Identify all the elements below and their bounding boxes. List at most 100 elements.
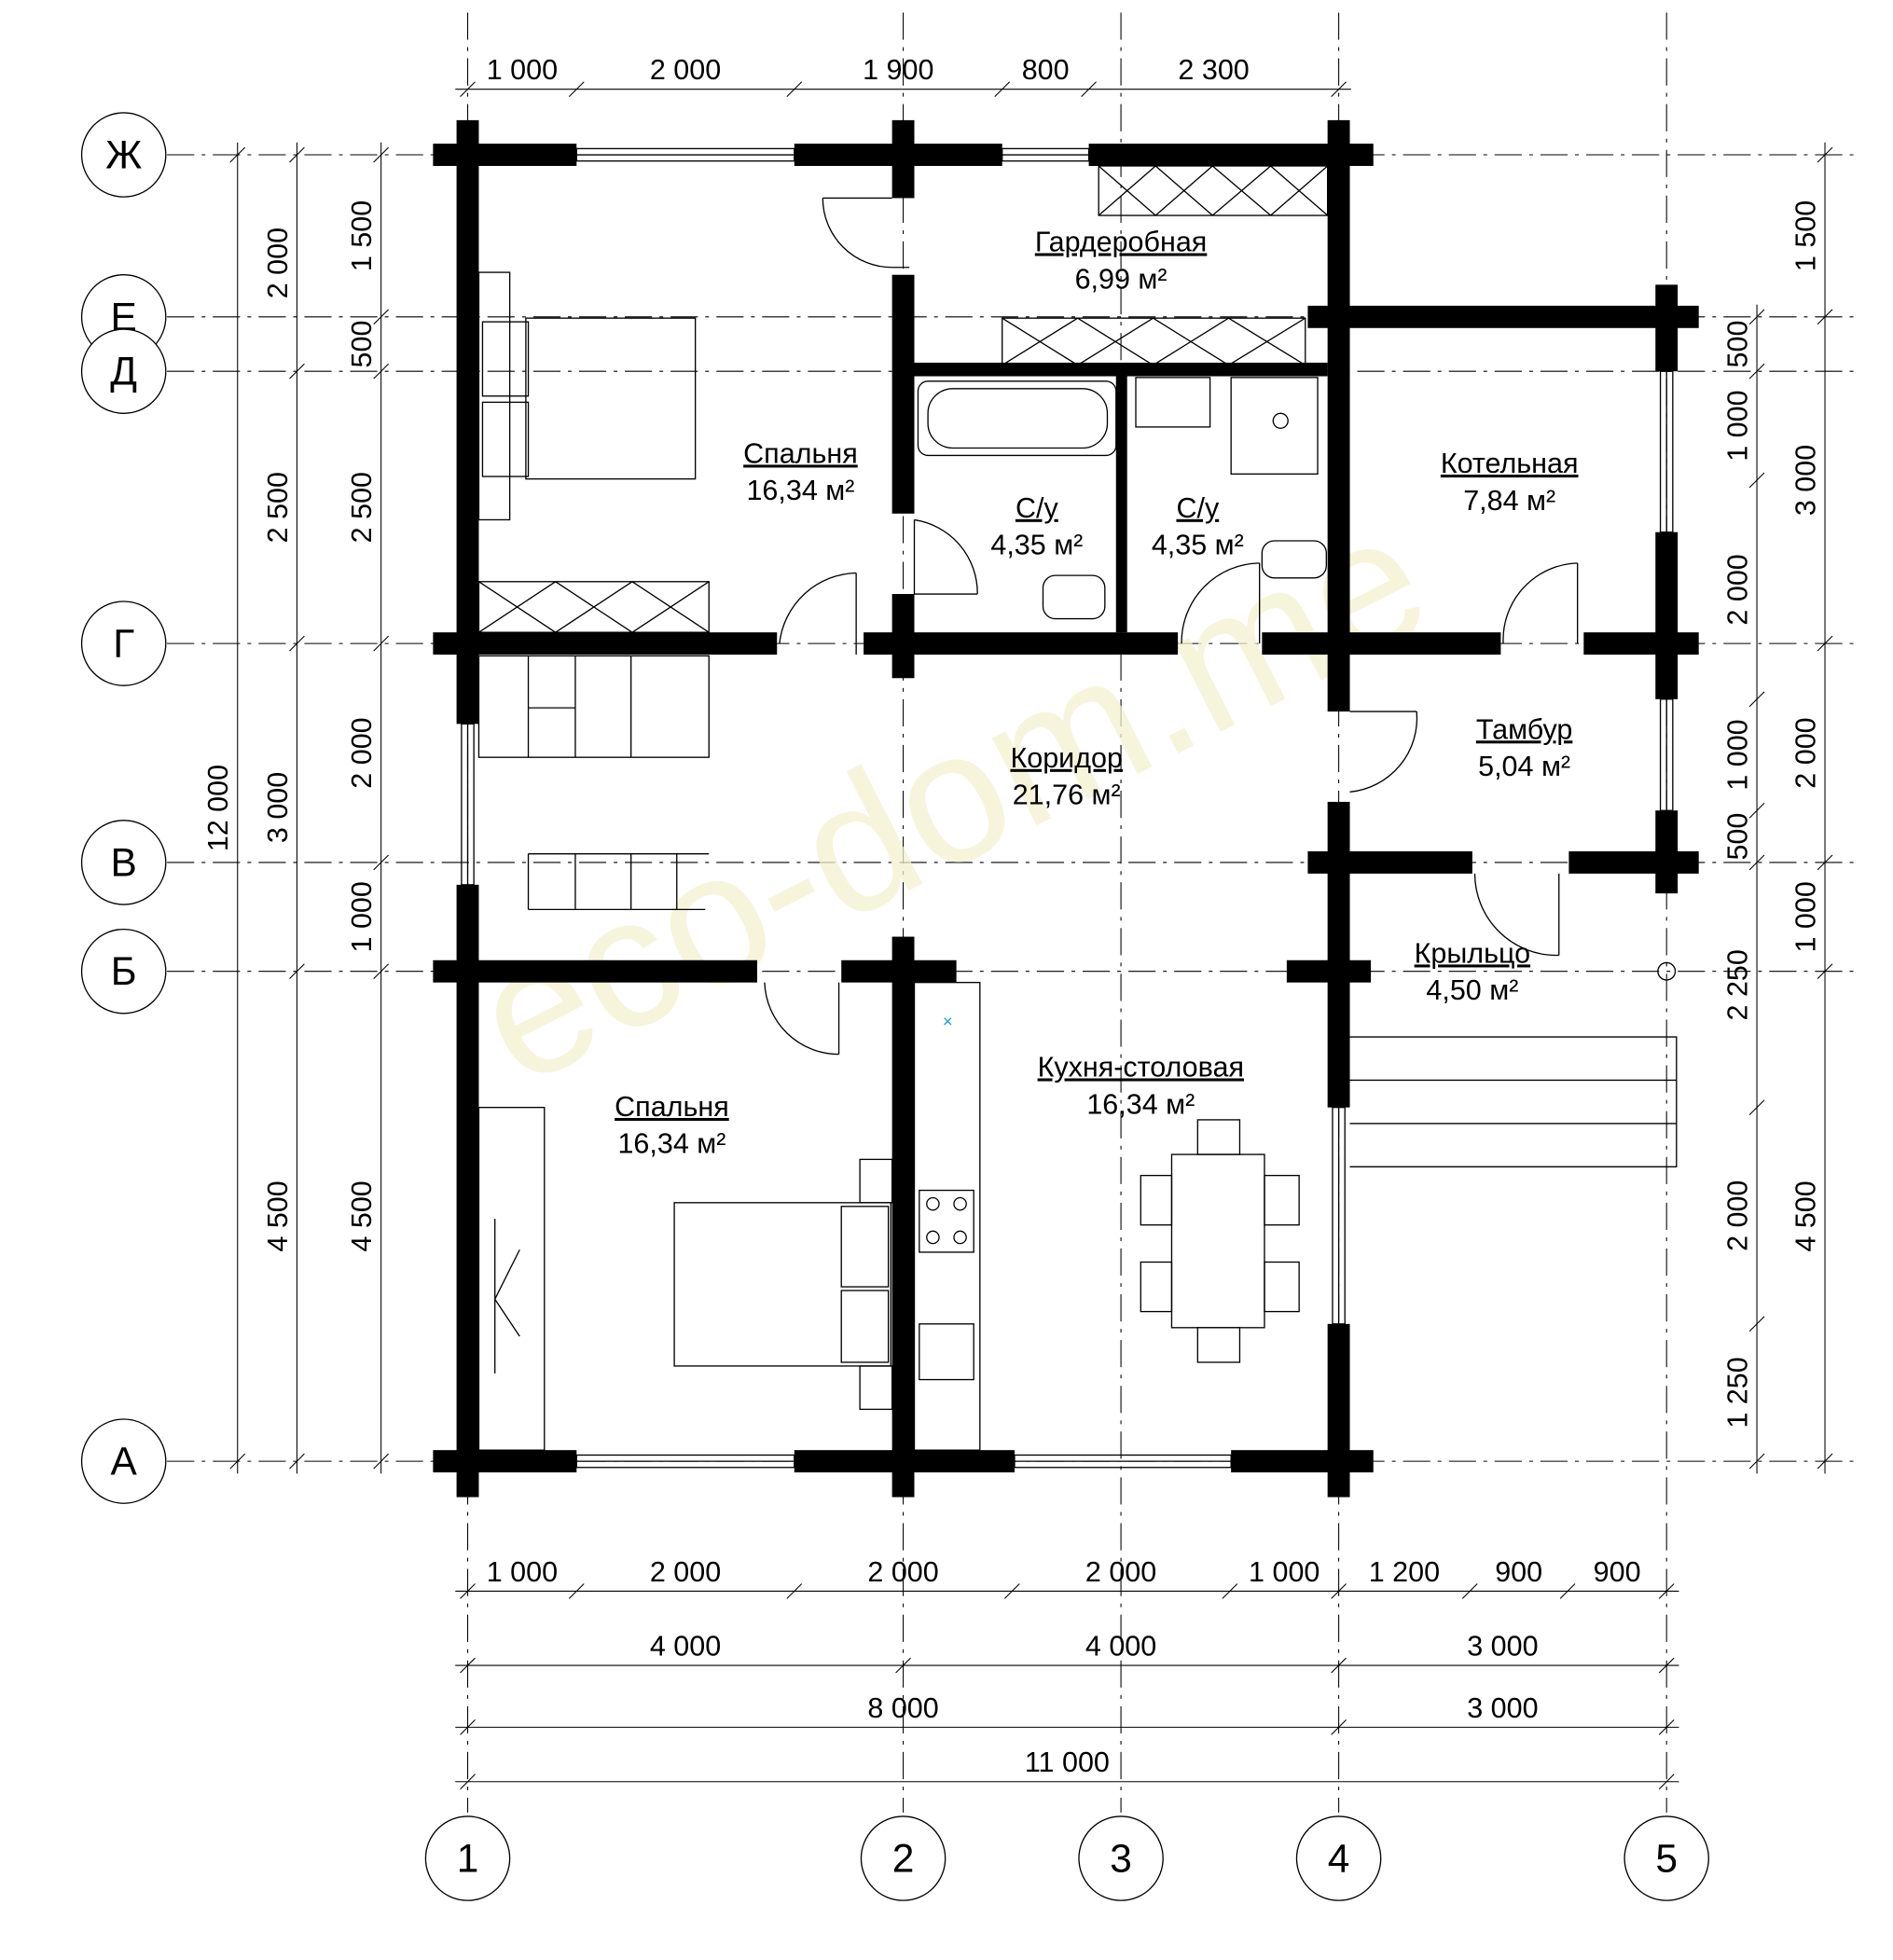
doors <box>764 197 1579 1056</box>
dimension-label: 2 000 <box>1721 1180 1753 1251</box>
dimension-label: 2 000 <box>867 1556 938 1588</box>
dimension-tick <box>1817 635 1833 652</box>
dimension-tick <box>1222 1583 1238 1599</box>
dimension-tick <box>1748 691 1765 708</box>
dimension-tick <box>1817 1453 1833 1470</box>
dimension-label: 2 000 <box>650 1556 721 1588</box>
dimension-label: 500 <box>1721 321 1753 368</box>
room-area: 7,84 м² <box>1463 485 1555 517</box>
dimension-tick <box>1748 802 1765 819</box>
dimension-label: 800 <box>1022 54 1070 86</box>
dimension-tick <box>1559 1583 1576 1599</box>
dimension-label: 2 000 <box>1789 717 1821 788</box>
axis-bubble <box>80 1418 167 1504</box>
dimension-label: 2 000 <box>262 228 294 298</box>
axis-label: В <box>111 840 137 884</box>
dimension-tick <box>1331 1657 1347 1674</box>
dimension-tick <box>1461 1583 1478 1599</box>
dimension-tick <box>289 363 305 380</box>
dimension-label: 12 000 <box>202 765 234 851</box>
dimension-label: 1 000 <box>1721 390 1753 461</box>
room-area: 16,34 м² <box>1086 1088 1195 1120</box>
axis-bubble <box>80 820 167 905</box>
dimension-tick <box>373 854 389 871</box>
dimension-tick <box>460 1657 476 1674</box>
dimension-label: 1 900 <box>863 54 933 86</box>
dimension-tick <box>895 1657 911 1674</box>
dimension-tick <box>1003 1583 1020 1599</box>
dimension-tick <box>373 146 389 163</box>
dimension-label: 1 000 <box>1789 881 1821 952</box>
axis-label: Б <box>111 949 137 993</box>
dimension-tick <box>1658 1774 1675 1790</box>
dimension-tick <box>1748 1099 1765 1115</box>
axis-bubble <box>80 600 167 686</box>
dimension-label: 2 300 <box>1178 54 1249 86</box>
dimension-label: 1 200 <box>1369 1556 1440 1588</box>
dimension-tick <box>373 635 389 652</box>
dimension-tick <box>1081 81 1097 98</box>
room-area: 4,50 м² <box>1426 974 1518 1006</box>
room-name: Кухня-столовая <box>1038 1051 1244 1083</box>
sink-marker-icon: × <box>943 1011 953 1030</box>
dimension-label: 900 <box>1594 1556 1641 1588</box>
dimension-label: 2 250 <box>1721 949 1753 1020</box>
dimension-label: 4 500 <box>346 1180 378 1251</box>
dimension-tick <box>460 1719 476 1735</box>
dimension-tick <box>1658 1583 1675 1599</box>
dimension-label: 8 000 <box>867 1692 938 1724</box>
dimension-tick <box>289 635 305 652</box>
axis-label: 4 <box>1328 1837 1350 1881</box>
dimension-tick <box>373 363 389 380</box>
dimension-label: 3 000 <box>1467 1630 1538 1662</box>
dimension-label: 1 000 <box>346 881 378 952</box>
dimension-tick <box>1748 854 1765 871</box>
room-name: Тамбур <box>1476 713 1573 745</box>
dimension-label: 11 000 <box>1025 1746 1110 1778</box>
room-name: Гардеробная <box>1035 227 1208 258</box>
room-name: Спальня <box>743 437 858 469</box>
axis-bubble <box>1624 1815 1709 1901</box>
dimension-label: 2 000 <box>346 717 378 788</box>
room-name: С/у <box>1016 492 1059 524</box>
dimension-tick <box>373 963 389 980</box>
dimension-label: 1 000 <box>487 1556 558 1588</box>
dimension-tick <box>460 81 476 98</box>
axis-bubble <box>80 112 167 198</box>
dimension-label: 3 000 <box>1467 1692 1538 1724</box>
dimension-tick <box>1331 81 1347 98</box>
dimension-tick <box>786 81 803 98</box>
dimension-tick <box>786 1583 803 1599</box>
dimension-tick <box>1658 1719 1675 1735</box>
dimension-tick <box>289 146 305 163</box>
axis-bubble <box>424 1815 511 1901</box>
dimension-lines: 1 000 2 000 1 900 800 2 300 1 000 2 000 2 000 2 … <box>202 54 1833 1790</box>
dimension-label: 1 000 <box>1249 1556 1320 1588</box>
dimension-label: 1 500 <box>346 200 378 271</box>
dimension-label: 500 <box>1721 813 1753 861</box>
dimension-label: 1 000 <box>487 54 558 86</box>
axis-bubble <box>860 1815 946 1901</box>
dimension-tick <box>1817 309 1833 325</box>
axis-bubble <box>80 328 167 414</box>
dimension-tick <box>1748 363 1765 380</box>
axis-label: Ж <box>105 133 142 177</box>
room-area: 16,34 м² <box>617 1128 725 1160</box>
dimension-tick <box>1331 1719 1347 1735</box>
dimension-tick <box>373 1453 389 1470</box>
dimension-tick <box>568 1583 585 1599</box>
dimension-tick <box>1748 1453 1765 1470</box>
room-area: 16,34 м² <box>746 475 854 506</box>
axis-label: 2 <box>892 1837 915 1881</box>
dimension-label: 2 500 <box>262 472 294 543</box>
room-area: 5,04 м² <box>1478 751 1570 782</box>
axis-label: Д <box>110 350 137 393</box>
dimension-label: 900 <box>1495 1556 1542 1588</box>
dimension-tick <box>1817 963 1833 980</box>
dimension-label: 2 000 <box>650 54 721 86</box>
dimension-tick <box>568 81 585 98</box>
walls <box>433 119 1699 1498</box>
dimension-label: 1 000 <box>1721 719 1753 790</box>
